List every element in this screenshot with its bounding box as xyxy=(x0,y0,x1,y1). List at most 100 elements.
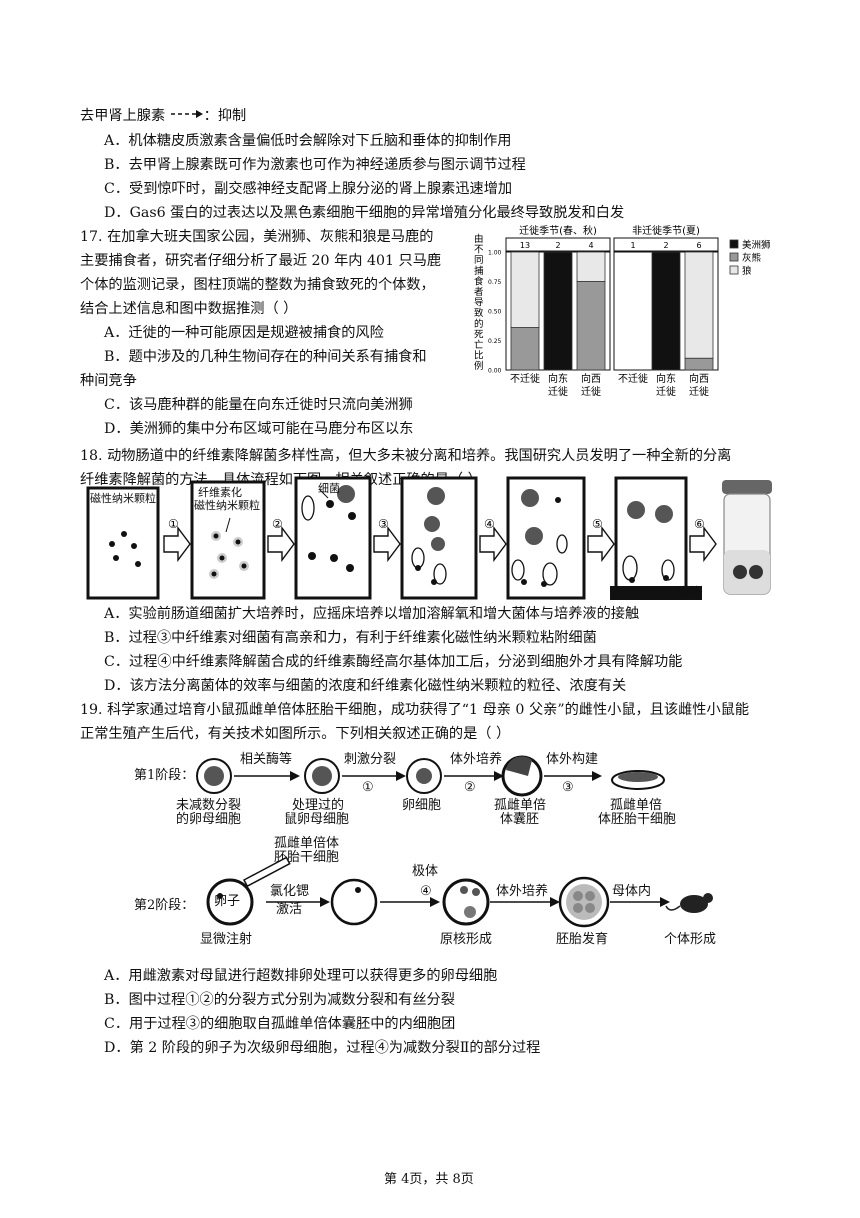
bar-segment xyxy=(684,251,714,359)
step-1: ① xyxy=(362,780,374,795)
legend-swatch xyxy=(729,239,739,249)
step-5-label: ⑤ xyxy=(592,517,603,531)
step-4-label: ④ xyxy=(484,517,495,531)
stem-cell-dish xyxy=(611,770,665,790)
bar-count-label: 4 xyxy=(588,241,593,250)
legend-text: 去甲肾上腺素 xyxy=(80,108,170,124)
y-axis-label-char: 的 xyxy=(474,318,484,330)
stage-1-label: 第1阶段： xyxy=(134,768,195,783)
arrow-step-5 xyxy=(587,525,615,563)
legend-swatch xyxy=(729,252,739,262)
q18-option-d: D．该方法分离菌体的效率与细菌的浓度和纤维素化磁性纳米颗粒的粒径、浓度有关 xyxy=(104,678,627,694)
legend-swatch xyxy=(729,265,739,275)
bar-segment xyxy=(576,251,606,282)
cell1-label-a: 未减数分裂 xyxy=(176,798,242,813)
embryo xyxy=(558,876,610,928)
haploid-label-2: 胚胎干细胞 xyxy=(274,850,340,865)
flask-2 xyxy=(190,480,266,600)
y-axis-label-char: 食 xyxy=(474,275,484,287)
q18-stem-2: 纤维素降解菌的方法，具体流程如下图。相关叙述正确的是（ ） xyxy=(80,472,482,488)
q19-stem-1: 19. 科学家通过培育小鼠孤雌单倍体胚胎干细胞，成功获得了“1 母亲 0 父亲”… xyxy=(80,702,750,718)
microinjection xyxy=(206,856,291,926)
panel-title: 迁徙季节(春、秋) xyxy=(519,224,597,237)
bar-count-label: 2 xyxy=(555,241,560,250)
licl-label-1: 氯化锶 xyxy=(270,884,310,899)
x-tick-label: 迁徙 xyxy=(548,385,568,398)
y-axis-label-char: 捕 xyxy=(474,265,484,277)
q16-option-a: A．机体糖皮质激素含量偏低时会解除对下丘脑和垂体的抑制作用 xyxy=(104,133,512,149)
cell5-label-b: 体胚胎干细胞 xyxy=(598,812,677,827)
degraded-bacteria xyxy=(511,489,568,587)
q19-stem-2: 正常生殖产生后代，有关技术如图所示。下列相关叙述正确的是（ ） xyxy=(80,726,511,742)
q17-option-a: A．迁徙的一种可能原因是规避被捕食的风险 xyxy=(104,325,384,341)
mother-label: 母体内 xyxy=(612,884,652,899)
culture-tube xyxy=(722,480,772,595)
x-tick-label: 向西 xyxy=(689,372,709,385)
q19-option-a: A．用雌激素对母鼠进行超数排卵处理可以获得更多的卵母细胞 xyxy=(104,968,498,984)
flask-6 xyxy=(614,476,688,600)
stage-2-diagram xyxy=(206,856,713,928)
x-tick-label: 向东 xyxy=(656,372,676,385)
q16-legend: 去甲肾上腺素 ：抑制 xyxy=(80,106,246,126)
q17-option-d: D．美洲狮的集中分布区域可能在马鹿分布区以东 xyxy=(104,421,414,437)
culture-label-2: 体外培养 xyxy=(496,884,549,899)
magnet-separated xyxy=(622,501,675,583)
legend-entry: 美洲狮 xyxy=(742,239,771,251)
y-tick-label: 0.50 xyxy=(488,309,502,316)
pronucleus-label: 原核形成 xyxy=(440,932,493,947)
cell2-label-b: 鼠卵母细胞 xyxy=(284,812,350,827)
stage-1-diagram xyxy=(196,755,665,797)
bar-count-label: 13 xyxy=(520,241,530,250)
oocyte-unreduced xyxy=(196,758,232,794)
step-3: ③ xyxy=(562,780,574,795)
q16-option-b: B．去甲肾上腺素既可作为激素也可作为神经递质参与图示调节过程 xyxy=(104,157,526,173)
y-axis-label-char: 亡 xyxy=(474,339,484,351)
x-tick-label: 迁徙 xyxy=(656,385,676,398)
panel-title: 非迁徙季节(夏) xyxy=(632,224,700,237)
egg-label: 卵子 xyxy=(214,894,241,909)
nanoparticles xyxy=(109,531,141,567)
bar-segment xyxy=(543,251,573,371)
arrow-step-6 xyxy=(689,525,717,563)
dashed-arrow-icon xyxy=(170,105,204,118)
y-axis-label-char: 比 xyxy=(474,350,484,362)
step-6-label: ⑥ xyxy=(694,517,705,531)
bar-segment xyxy=(684,357,714,371)
bound-bacteria xyxy=(411,487,447,585)
arrow-step-2 xyxy=(267,525,295,563)
bar-count-label: 2 xyxy=(663,241,668,250)
egg-cell xyxy=(406,758,442,794)
legend-entry: 狼 xyxy=(742,265,752,277)
enzyme-label: 相关酶等 xyxy=(240,752,293,767)
y-tick-label: 0.00 xyxy=(488,368,502,375)
y-tick-label: 0.75 xyxy=(488,279,502,286)
inject-label: 显微注射 xyxy=(200,932,253,947)
flask-1 xyxy=(86,486,160,600)
step-1-label: ① xyxy=(168,517,179,531)
bacteria-label: 细菌 xyxy=(318,482,340,495)
q19-option-b: B．图中过程①②的分裂方式分别为减数分裂和有丝分裂 xyxy=(104,992,455,1008)
step-4: ④ xyxy=(420,884,432,899)
page-footer: 第 4页，共 8页 xyxy=(384,1172,474,1187)
bar-segment xyxy=(510,251,540,328)
licl-label-2: 激活 xyxy=(276,902,303,917)
y-axis-label-char: 由 xyxy=(474,233,484,245)
mouse-icon xyxy=(665,893,713,913)
y-axis-label-char: 不 xyxy=(474,245,484,256)
y-axis-label-char: 致 xyxy=(474,307,484,319)
cell2-label-a: 处理过的 xyxy=(292,798,345,813)
x-tick-label: 不迁徙 xyxy=(510,372,540,385)
cellulose-label-1: 纤维素化 xyxy=(198,486,242,499)
q16-option-c: C．受到惊吓时，副交感神经支配肾上腺分泌的肾上腺素迅速增加 xyxy=(104,181,513,197)
step-2-label: ② xyxy=(272,517,283,531)
y-axis-label-char: 导 xyxy=(474,298,484,309)
q17-stem-3: 个体的监测记录，图柱顶端的整数为捕食致死的个体数， xyxy=(80,277,435,293)
bar-segment xyxy=(651,251,681,371)
culture-label-1: 体外培养 xyxy=(450,752,503,767)
q17-stem-1: 17. 在加拿大班夫国家公园，美洲狮、灰熊和狼是马鹿的 xyxy=(80,229,434,245)
haploid-label-1: 孤雌单倍体 xyxy=(274,836,340,851)
blastocyst xyxy=(501,755,543,797)
panel-count-strip xyxy=(505,237,611,252)
q17-option-b: B．题中涉及的几种生物间存在的种间关系有捕食和 xyxy=(104,349,427,365)
